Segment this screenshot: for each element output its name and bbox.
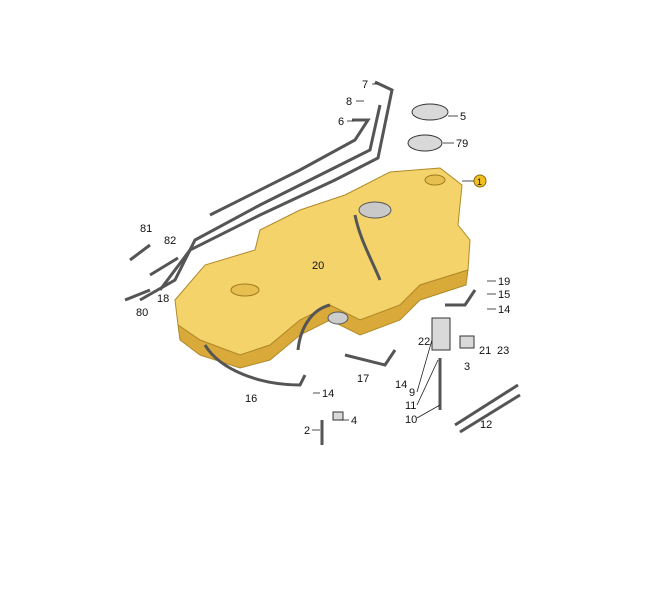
label-15: 15 (498, 289, 510, 301)
label-79: 79 (456, 138, 468, 150)
label-12: 12 (480, 419, 492, 431)
label-9: 9 (409, 387, 415, 399)
label-22: 22 (418, 336, 430, 348)
filler-bracket[interactable] (431, 317, 451, 351)
label-14c: 14 (322, 388, 334, 400)
fuel-lines[interactable] (124, 80, 394, 302)
fuel-tank[interactable] (174, 167, 471, 369)
label-17: 17 (357, 373, 369, 385)
label-81: 81 (140, 223, 152, 235)
label-14b: 14 (395, 379, 407, 391)
label-5: 5 (460, 111, 466, 123)
label-23: 23 (497, 345, 509, 357)
label-2: 2 (304, 425, 310, 437)
label-7: 7 (362, 79, 368, 91)
bracket[interactable] (445, 289, 477, 307)
part-4[interactable] (332, 411, 344, 421)
label-3: 3 (464, 361, 470, 373)
label-11: 11 (405, 400, 416, 412)
part-3[interactable] (459, 335, 475, 349)
label-14: 14 (498, 304, 510, 316)
label-8: 8 (346, 96, 352, 108)
label-4: 4 (351, 415, 357, 427)
label-18: 18 (157, 293, 169, 305)
locking-ring[interactable] (407, 134, 443, 152)
label-1: 1 (477, 177, 482, 187)
label-80: 80 (136, 307, 148, 319)
label-16: 16 (245, 393, 257, 405)
label-6: 6 (338, 116, 344, 128)
tank-strap-right[interactable] (344, 349, 397, 367)
label-10: 10 (405, 414, 417, 426)
sealing-ring[interactable] (411, 103, 449, 121)
label-21: 21 (479, 345, 491, 357)
tank-strap-left[interactable] (203, 344, 307, 387)
label-82: 82 (164, 235, 176, 247)
label-19: 19 (498, 276, 510, 288)
label-20: 20 (312, 260, 324, 272)
